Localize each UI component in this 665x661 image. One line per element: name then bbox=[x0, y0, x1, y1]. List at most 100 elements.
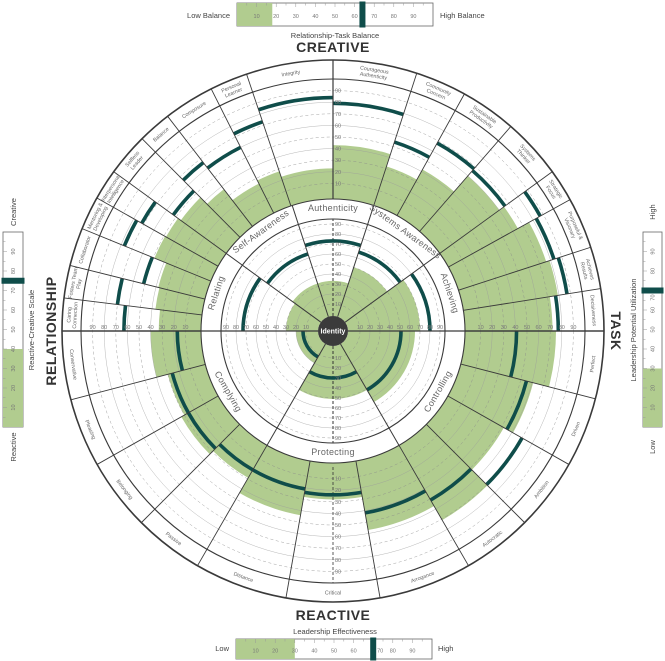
competency-divider bbox=[448, 199, 571, 268]
dimension-score-marker bbox=[358, 250, 402, 284]
outer-tick-label-left: 70 bbox=[113, 325, 119, 331]
dimension-label: Protecting bbox=[311, 447, 355, 457]
inner-tick-label-left: 50 bbox=[263, 325, 269, 331]
reactive-creative-scale-tick-label: 90 bbox=[11, 248, 17, 254]
outer-tick-label-down: 30 bbox=[335, 500, 341, 506]
inner-tick-label-down: 60 bbox=[335, 406, 341, 412]
competency-label: CaringConnection bbox=[66, 301, 80, 329]
inner-tick-label-left: 20 bbox=[293, 325, 299, 331]
competency-fill bbox=[373, 166, 417, 216]
leadership-potential-utilization-scale-tick-label: 60 bbox=[651, 307, 657, 313]
competency-score-marker bbox=[304, 490, 362, 497]
outer-tick-label-right: 50 bbox=[524, 325, 530, 331]
inner-tick-label-right: 80 bbox=[427, 325, 433, 331]
relationship-task-balance-scale-marker bbox=[359, 1, 366, 28]
outer-tick-label-right: 20 bbox=[489, 325, 495, 331]
competency-divider bbox=[426, 424, 525, 523]
outer-tick-label-down: 50 bbox=[335, 523, 341, 529]
dimension-score-marker bbox=[301, 330, 319, 359]
outer-tick-label-up: 50 bbox=[335, 135, 341, 141]
left-scale-title: Reactive-Creative Scale bbox=[27, 290, 36, 370]
competency-fill bbox=[158, 262, 211, 300]
dimension-divider bbox=[344, 253, 441, 323]
leadership-effectiveness-scale-tick-label: 30 bbox=[292, 649, 298, 655]
leadership-effectiveness-scale-tick-label: 40 bbox=[311, 649, 317, 655]
outer-tick-label-down: 40 bbox=[335, 511, 341, 517]
outer-tick-label-right: 70 bbox=[547, 325, 553, 331]
competency-divider bbox=[96, 197, 219, 267]
competency-fill bbox=[447, 364, 534, 433]
left-scale-high-label: Creative bbox=[9, 198, 18, 226]
competency-label: Perfect bbox=[589, 355, 597, 373]
relationship-task-balance-scale-tick-label: 60 bbox=[352, 14, 358, 20]
reactive-creative-scale-tick-label: 60 bbox=[11, 307, 17, 313]
heading-creative: CREATIVE bbox=[296, 39, 370, 55]
outer-tick-label-left: 50 bbox=[136, 325, 142, 331]
inner-tick-label-up: 20 bbox=[335, 292, 341, 298]
relationship-task-balance-scale-fill bbox=[237, 3, 273, 26]
relationship-task-balance-scale-tick-label: 30 bbox=[293, 14, 299, 20]
reactive-creative-scale-tick-label: 70 bbox=[11, 287, 17, 293]
relationship-task-balance-scale-tick-label: 90 bbox=[410, 14, 416, 20]
dimension-fill bbox=[337, 267, 388, 323]
inner-tick-label-down: 10 bbox=[335, 356, 341, 362]
competency-score-marker bbox=[332, 101, 404, 117]
competency-label: AchievesResults bbox=[578, 258, 595, 282]
outer-tick-label-left: 80 bbox=[101, 325, 107, 331]
inner-tick-label-right: 20 bbox=[367, 325, 373, 331]
leadership-potential-utilization-scale-tick-label: 90 bbox=[651, 248, 657, 254]
inner-tick-label-left: 70 bbox=[243, 325, 249, 331]
competency-fill bbox=[158, 309, 202, 331]
top-scale-low-label: Low Balance bbox=[187, 11, 230, 20]
right-scale-low-label: Low bbox=[648, 440, 657, 454]
reactive-creative-scale-tick-label: 10 bbox=[11, 404, 17, 410]
leadership-potential-utilization-scale-marker bbox=[641, 287, 664, 294]
inner-tick-label-down: 40 bbox=[335, 386, 341, 392]
competency-score-marker bbox=[257, 95, 334, 112]
inner-tick-label-right: 30 bbox=[377, 325, 383, 331]
competency-divider bbox=[113, 171, 227, 254]
competency-divider bbox=[197, 445, 268, 566]
outer-tick-label-up: 90 bbox=[335, 89, 341, 95]
identity-label: Identity bbox=[321, 329, 346, 336]
reactive-creative-scale-tick-label: 80 bbox=[11, 268, 17, 274]
leadership-potential-utilization-scale-tick-label: 40 bbox=[651, 346, 657, 352]
leadership-potential-utilization-scale-tick-label: 30 bbox=[651, 365, 657, 371]
inner-tick-label-down: 30 bbox=[335, 376, 341, 382]
competency-label: Fosters TeamPlay bbox=[68, 266, 86, 300]
inner-tick-label-left: 90 bbox=[223, 325, 229, 331]
competency-divider bbox=[398, 445, 469, 566]
bottom-scale-low-label: Low bbox=[215, 644, 229, 653]
competency-divider bbox=[246, 74, 292, 207]
inner-tick-label-left: 40 bbox=[273, 325, 279, 331]
competency-score-marker bbox=[485, 437, 524, 486]
leadership-potential-utilization-scale-tick-label: 50 bbox=[651, 326, 657, 332]
inner-tick-label-down: 50 bbox=[335, 396, 341, 402]
competency-fill bbox=[206, 189, 253, 238]
top-scale-title: Relationship-Task Balance bbox=[291, 31, 379, 40]
outer-tick-label-down: 70 bbox=[335, 546, 341, 552]
outer-tick-label-down: 80 bbox=[335, 558, 341, 564]
competency-divider bbox=[96, 395, 219, 465]
competency-fill bbox=[355, 445, 435, 531]
inner-tick-label-up: 70 bbox=[335, 242, 341, 248]
relationship-task-balance-scale-tick-label: 50 bbox=[332, 14, 338, 20]
inner-tick-label-up: 90 bbox=[335, 222, 341, 228]
outer-tick-label-left: 10 bbox=[182, 325, 188, 331]
reactive-creative-scale-fill bbox=[3, 349, 23, 427]
competency-divider bbox=[439, 171, 553, 254]
bottom-scale-title: Leadership Effectiveness bbox=[293, 627, 377, 636]
competency-fill bbox=[426, 395, 504, 470]
heading-reactive: REACTIVE bbox=[296, 607, 371, 623]
leadership-potential-utilization-scale-tick-label: 20 bbox=[651, 385, 657, 391]
competency-fill bbox=[181, 395, 240, 455]
outer-tick-label-right: 30 bbox=[501, 325, 507, 331]
leadership-effectiveness-scale-tick-label: 90 bbox=[409, 649, 415, 655]
leadership-potential-utilization-scale-tick-label: 80 bbox=[651, 268, 657, 274]
competency-divider bbox=[69, 265, 206, 300]
left-scale-low-label: Reactive bbox=[9, 432, 18, 461]
inner-tick-label-down: 20 bbox=[335, 366, 341, 372]
